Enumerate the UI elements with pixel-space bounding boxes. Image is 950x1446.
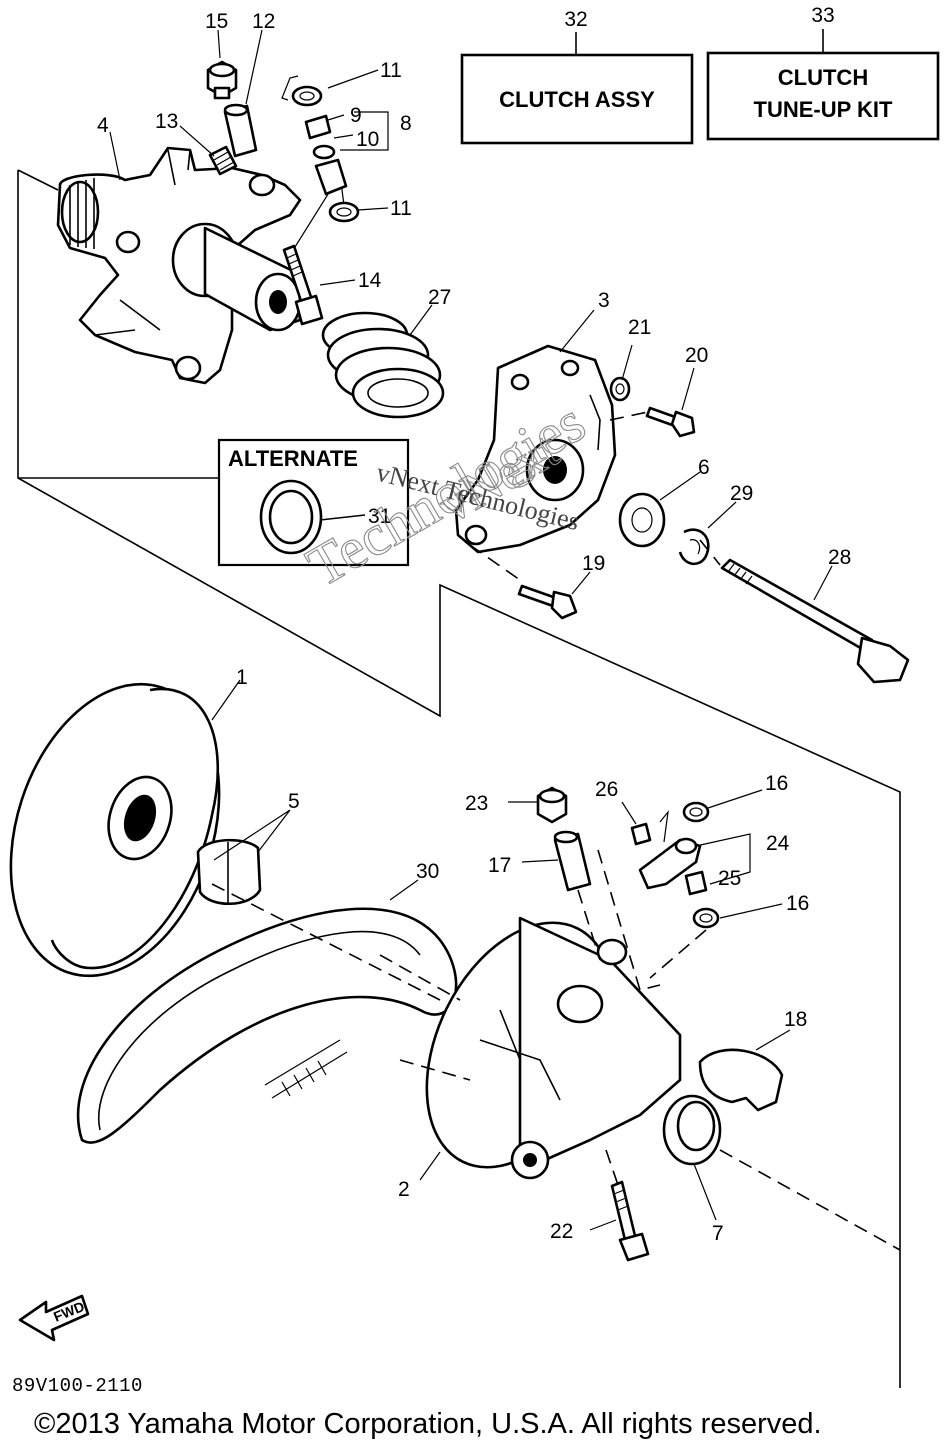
set-screw-part-13[interactable] xyxy=(208,145,238,176)
washer-part-11-top xyxy=(291,85,323,107)
callout-24: 24 xyxy=(766,832,790,855)
callout-7: 7 xyxy=(712,1222,724,1245)
sheave-part-1[interactable] xyxy=(0,657,255,1003)
callout-16-bottom: 16 xyxy=(786,892,809,915)
callout-12: 12 xyxy=(252,10,275,33)
grease-nipple-part-15[interactable] xyxy=(206,60,238,100)
tune-up-kit-line1: CLUTCH xyxy=(778,65,868,90)
washer-part-11-bottom xyxy=(328,201,360,223)
callout-6: 6 xyxy=(698,456,710,479)
tune-up-kit-box[interactable]: 33 CLUTCH TUNE-UP KIT xyxy=(706,4,940,141)
fixed-sheave-part-4[interactable] xyxy=(56,146,302,385)
copyright-notice: ©2013 Yamaha Motor Corporation, U.S.A. A… xyxy=(34,1408,822,1440)
alternate-label: ALTERNATE xyxy=(228,446,358,471)
roller-washer-set[interactable] xyxy=(281,75,360,256)
bolt-part-19[interactable] xyxy=(517,584,578,620)
roller-part-25[interactable] xyxy=(684,870,708,896)
callout-11-bottom: 11 xyxy=(390,197,412,220)
box-33-number: 33 xyxy=(811,4,834,27)
callout-23: 23 xyxy=(465,792,488,815)
movable-sheave-part-2[interactable] xyxy=(389,892,682,1198)
callout-14: 14 xyxy=(358,269,382,292)
callout-20: 20 xyxy=(685,344,708,367)
callout-29: 29 xyxy=(730,482,753,505)
callout-21: 21 xyxy=(628,316,651,339)
pin-part-12[interactable] xyxy=(223,103,258,158)
pin-part-17[interactable] xyxy=(553,830,592,892)
clutch-assy-box[interactable]: 32 CLUTCH ASSY xyxy=(460,8,694,145)
callout-15: 15 xyxy=(205,10,228,33)
callout-5: 5 xyxy=(288,790,300,813)
box-32-number: 32 xyxy=(564,8,587,31)
callout-31: 31 xyxy=(368,505,391,528)
cover-part-3[interactable] xyxy=(454,344,617,554)
ramp-arm-part-24[interactable] xyxy=(638,837,702,890)
fwd-arrow-icon: FWD xyxy=(18,1294,90,1342)
primary-clutch-frame-lines xyxy=(17,169,901,1388)
long-bolt-part-28[interactable] xyxy=(720,558,910,684)
screw-part-26[interactable] xyxy=(630,822,652,846)
callout-27: 27 xyxy=(428,286,451,309)
tune-up-kit-line2: TUNE-UP KIT xyxy=(754,97,893,122)
callout-22: 22 xyxy=(550,1220,573,1243)
grease-nipple-part-23[interactable] xyxy=(536,786,568,824)
bearing-part-6[interactable] xyxy=(618,492,666,548)
washer-part-16-top[interactable] xyxy=(682,801,710,823)
bolt-part-20[interactable] xyxy=(645,406,696,438)
roller-part-10 xyxy=(314,158,348,196)
v-belt-part-30[interactable] xyxy=(76,907,458,1144)
bushing-part-10 xyxy=(312,144,336,160)
washer-part-21[interactable] xyxy=(609,376,631,402)
callout-3: 3 xyxy=(598,289,610,312)
callout-18: 18 xyxy=(784,1008,807,1031)
diagram-code: 89V100-2110 xyxy=(12,1375,143,1397)
callout-16-top: 16 xyxy=(765,772,788,795)
slider-part-5[interactable] xyxy=(196,838,262,905)
callout-17: 17 xyxy=(488,854,511,877)
callout-1: 1 xyxy=(236,666,248,689)
callout-28: 28 xyxy=(828,546,851,569)
spring-part-27[interactable] xyxy=(321,311,445,419)
alternate-box[interactable]: ALTERNATE 31 xyxy=(217,438,410,567)
callout-numbers: 15 12 13 4 11 9 8 10 11 14 27 3 21 20 6 … xyxy=(97,10,851,1245)
clip-part-29[interactable] xyxy=(678,528,710,566)
roller-part-9 xyxy=(304,114,332,140)
bolt-part-22[interactable] xyxy=(610,1180,650,1262)
callout-13: 13 xyxy=(155,110,178,133)
callout-2: 2 xyxy=(398,1178,410,1201)
callout-10: 10 xyxy=(356,128,379,151)
callout-9: 9 xyxy=(350,104,362,127)
callout-4: 4 xyxy=(97,114,109,137)
alignment-dashed-lines xyxy=(211,411,901,1251)
washer-part-16-bottom[interactable] xyxy=(692,907,720,929)
clutch-assy-label: CLUTCH ASSY xyxy=(499,87,655,112)
callout-25: 25 xyxy=(718,867,741,890)
callout-19: 19 xyxy=(582,552,605,575)
slider-part-18[interactable] xyxy=(698,1048,784,1112)
callout-30: 30 xyxy=(416,860,439,883)
leader-lines xyxy=(109,29,833,1231)
bolt-part-14[interactable] xyxy=(282,244,324,326)
callout-26: 26 xyxy=(595,778,618,801)
callout-8: 8 xyxy=(400,112,412,135)
bearing-part-7[interactable] xyxy=(662,1094,722,1166)
callout-11-top: 11 xyxy=(380,59,402,82)
